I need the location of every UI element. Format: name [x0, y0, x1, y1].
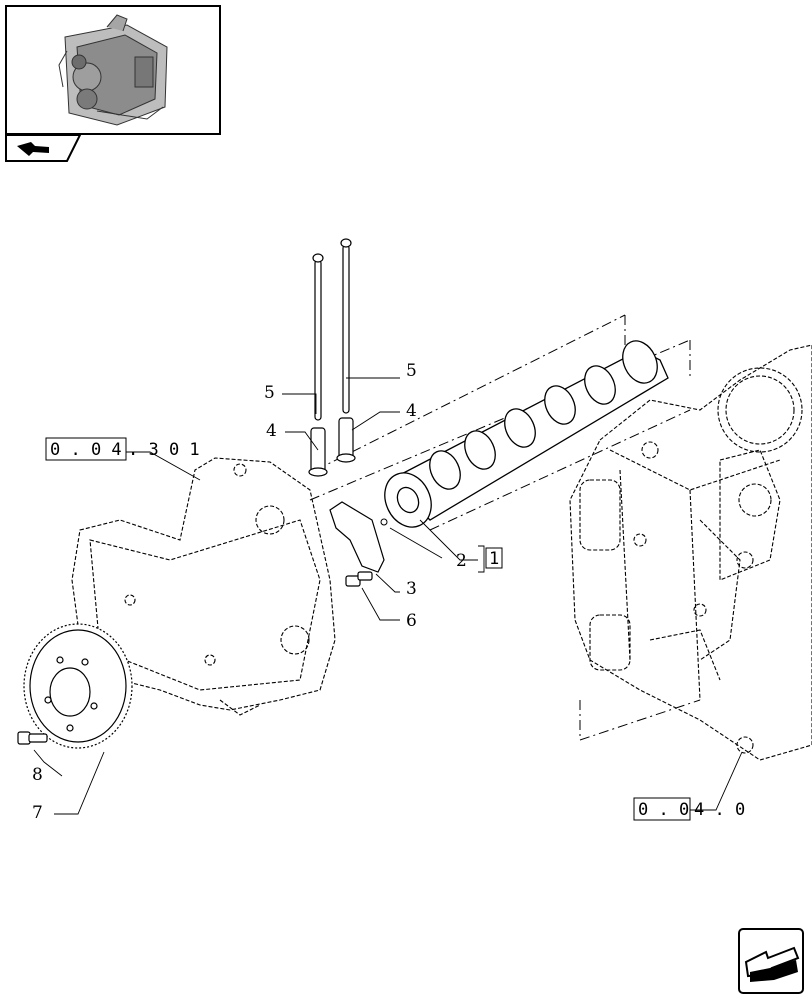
timing-gear: [23, 623, 133, 749]
thumbnail-tab[interactable]: [5, 134, 82, 162]
camshaft: [384, 340, 669, 528]
arrow-tab-icon: [5, 134, 82, 162]
callout-7: 7: [32, 803, 43, 823]
engine-thumbnail[interactable]: [5, 5, 221, 135]
ref-front-box[interactable]: [45, 437, 127, 461]
ref-block-suffix: 4 . 0: [694, 800, 745, 820]
callout-4-left: 4: [266, 421, 277, 441]
thrust-plate-bolt: [345, 571, 373, 587]
push-rods: [312, 238, 352, 421]
callout-4-right: 4: [406, 401, 417, 421]
callout-2: 2: [456, 551, 467, 571]
next-page-button[interactable]: [738, 928, 804, 994]
ref-block-boxed[interactable]: 0 . 0: [638, 800, 689, 820]
leader-lines: [33, 377, 743, 815]
ref-front-suffix: . 3 0 1: [128, 440, 200, 460]
group-marker: 1: [489, 549, 499, 569]
callout-5-right: 5: [406, 361, 417, 381]
callout-5-left: 5: [264, 383, 275, 403]
thrust-plate: [329, 501, 385, 573]
callout-6: 6: [406, 611, 417, 631]
ref-block-box[interactable]: [633, 797, 691, 821]
ref-front-boxed[interactable]: 0 . 0 4: [50, 440, 122, 460]
camshaft-pin: [380, 518, 388, 526]
engine-block: [569, 344, 812, 761]
gear-bolt: [17, 731, 48, 745]
group-marker-box: [485, 547, 503, 569]
engine-thumbnail-icon: [58, 14, 168, 126]
callout-3: 3: [406, 579, 417, 599]
callout-8: 8: [32, 765, 43, 785]
next-page-arrow-icon: [738, 928, 804, 994]
tappets: [308, 417, 356, 477]
